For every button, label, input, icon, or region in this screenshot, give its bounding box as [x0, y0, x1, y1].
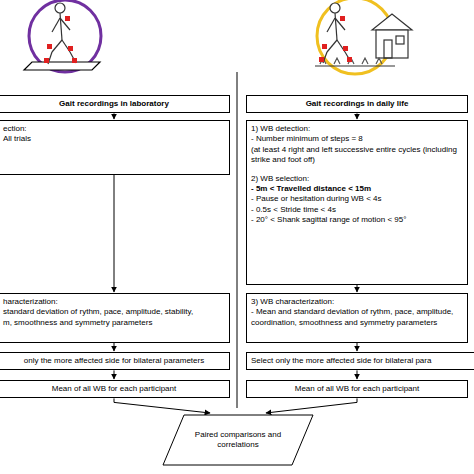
box-text: m, smoothness and symmetry parameters: [3, 318, 225, 328]
box-text: - 20° < Shank sagittal range of motion <…: [251, 215, 463, 225]
lab-figure: [24, 0, 101, 72]
process-box: ection:All trials: [0, 120, 230, 175]
flow-arrow: [114, 175, 115, 292]
box-heading: ection:: [3, 124, 225, 134]
box-text: Paired comparisons and correlations: [193, 430, 283, 451]
box-text: Gait recordings in daily life: [251, 99, 463, 109]
box-text: standard deviation of rythm, pace, ampli…: [3, 307, 225, 317]
process-box: only the more affected side for bilatera…: [0, 352, 230, 370]
box-heading: haracterization:: [3, 297, 225, 307]
process-box: 3) WB characterization:- Mean and standa…: [246, 293, 468, 343]
flow-arrow: [266, 398, 357, 413]
box-text: - Number minimum of steps = 8: [251, 134, 463, 144]
box-text: strike and foot off): [251, 155, 463, 165]
divider-line: [237, 72, 238, 408]
box-text: 2) WB selection:: [251, 174, 463, 184]
process-box: haracterization:standard deviation of ry…: [0, 293, 230, 343]
box-text: Mean of all WB for each participant: [3, 384, 225, 394]
box-text: All trials: [3, 134, 225, 144]
process-box: Mean of all WB for each participant: [246, 380, 468, 398]
flow-arrow: [114, 398, 210, 413]
box-text: Mean of all WB for each participant: [251, 384, 463, 394]
box-text: - 5m < Travelled distance < 15m: [251, 184, 463, 194]
flow-arrow: [114, 343, 115, 351]
box-text: - 0.5s < Stride time < 4s: [251, 205, 463, 215]
box-text: - Mean and standard deviation of rythm, …: [251, 307, 463, 317]
box-text: - Pause or hesitation during WB < 4s: [251, 194, 463, 204]
flow-arrow: [114, 113, 115, 119]
box-text: coordination, smoothness and symmetry pa…: [251, 318, 463, 328]
box-heading: 3) WB characterization:: [251, 297, 463, 307]
flow-arrow: [357, 113, 358, 119]
box-heading: 1) WB detection:: [251, 124, 463, 134]
parallelogram-box: Paired comparisons and correlations: [162, 414, 314, 466]
flow-arrow: [357, 285, 358, 292]
process-box: Mean of all WB for each participant: [0, 380, 230, 398]
daily-life-figure: [315, 0, 412, 74]
process-box: Gait recordings in laboratory: [0, 95, 230, 113]
flow-arrow: [114, 370, 115, 379]
flow-arrow: [357, 343, 358, 351]
process-box: 1) WB detection:- Number minimum of step…: [246, 120, 468, 285]
box-text: Select only the more affected side for b…: [251, 356, 474, 366]
process-box: Gait recordings in daily life: [246, 95, 468, 113]
process-box: Select only the more affected side for b…: [246, 352, 474, 370]
box-text: Gait recordings in laboratory: [3, 99, 225, 109]
box-text: only the more affected side for bilatera…: [3, 356, 225, 366]
box-text: (at least 4 right and left successive en…: [251, 145, 463, 155]
flow-arrow: [357, 370, 358, 379]
